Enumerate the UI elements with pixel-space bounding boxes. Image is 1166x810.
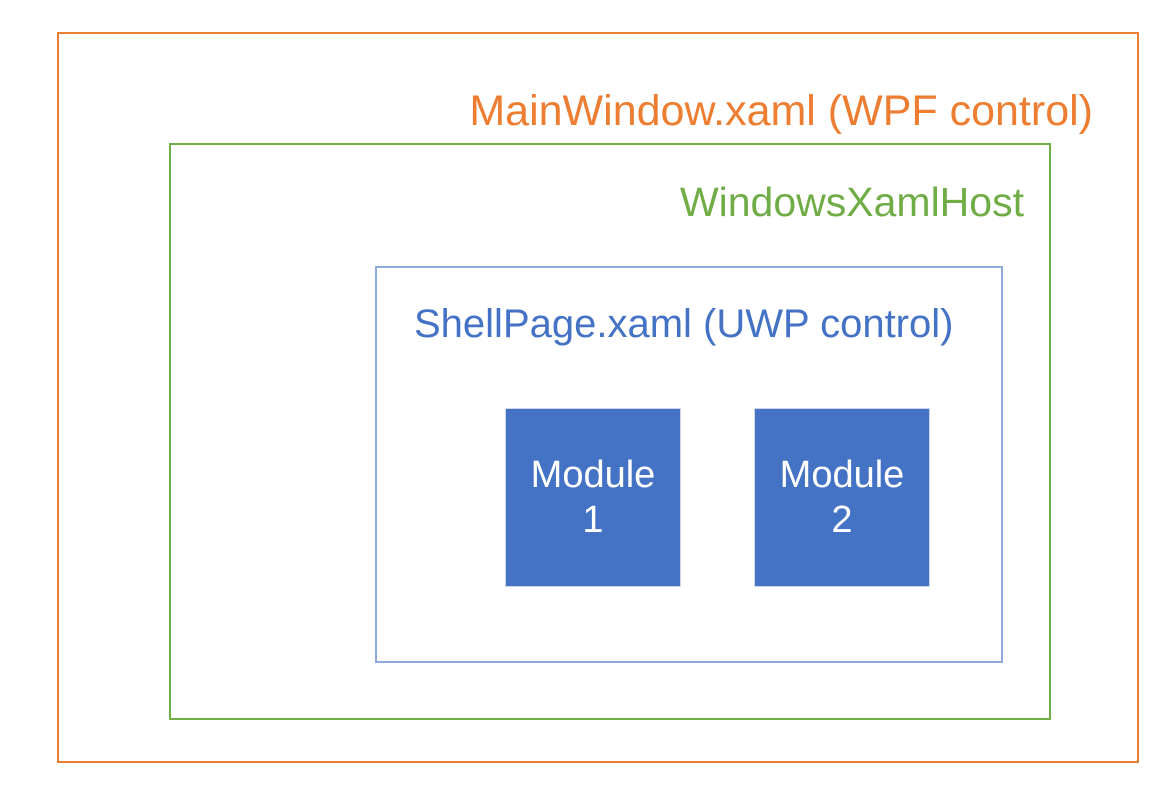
windowsxamlhost-label: WindowsXamlHost xyxy=(679,179,1024,225)
module-2-name: Module xyxy=(779,453,905,496)
windowsxamlhost-container: WindowsXamlHost ShellPage.xaml (UWP cont… xyxy=(169,143,1051,720)
module-box-1: Module 1 xyxy=(505,408,681,587)
mainwindow-wpf-label: MainWindow.xaml (WPF control) xyxy=(469,87,1093,135)
module-1-name: Module xyxy=(530,453,656,496)
shellpage-uwp-label: ShellPage.xaml (UWP control) xyxy=(414,302,954,346)
module-box-2: Module 2 xyxy=(754,408,930,587)
shellpage-uwp-container: ShellPage.xaml (UWP control) Module 1 Mo… xyxy=(375,266,1003,663)
mainwindow-wpf-container: MainWindow.xaml (WPF control) WindowsXam… xyxy=(57,32,1139,763)
module-1-number: 1 xyxy=(582,498,604,541)
module-2-number: 2 xyxy=(831,498,853,541)
